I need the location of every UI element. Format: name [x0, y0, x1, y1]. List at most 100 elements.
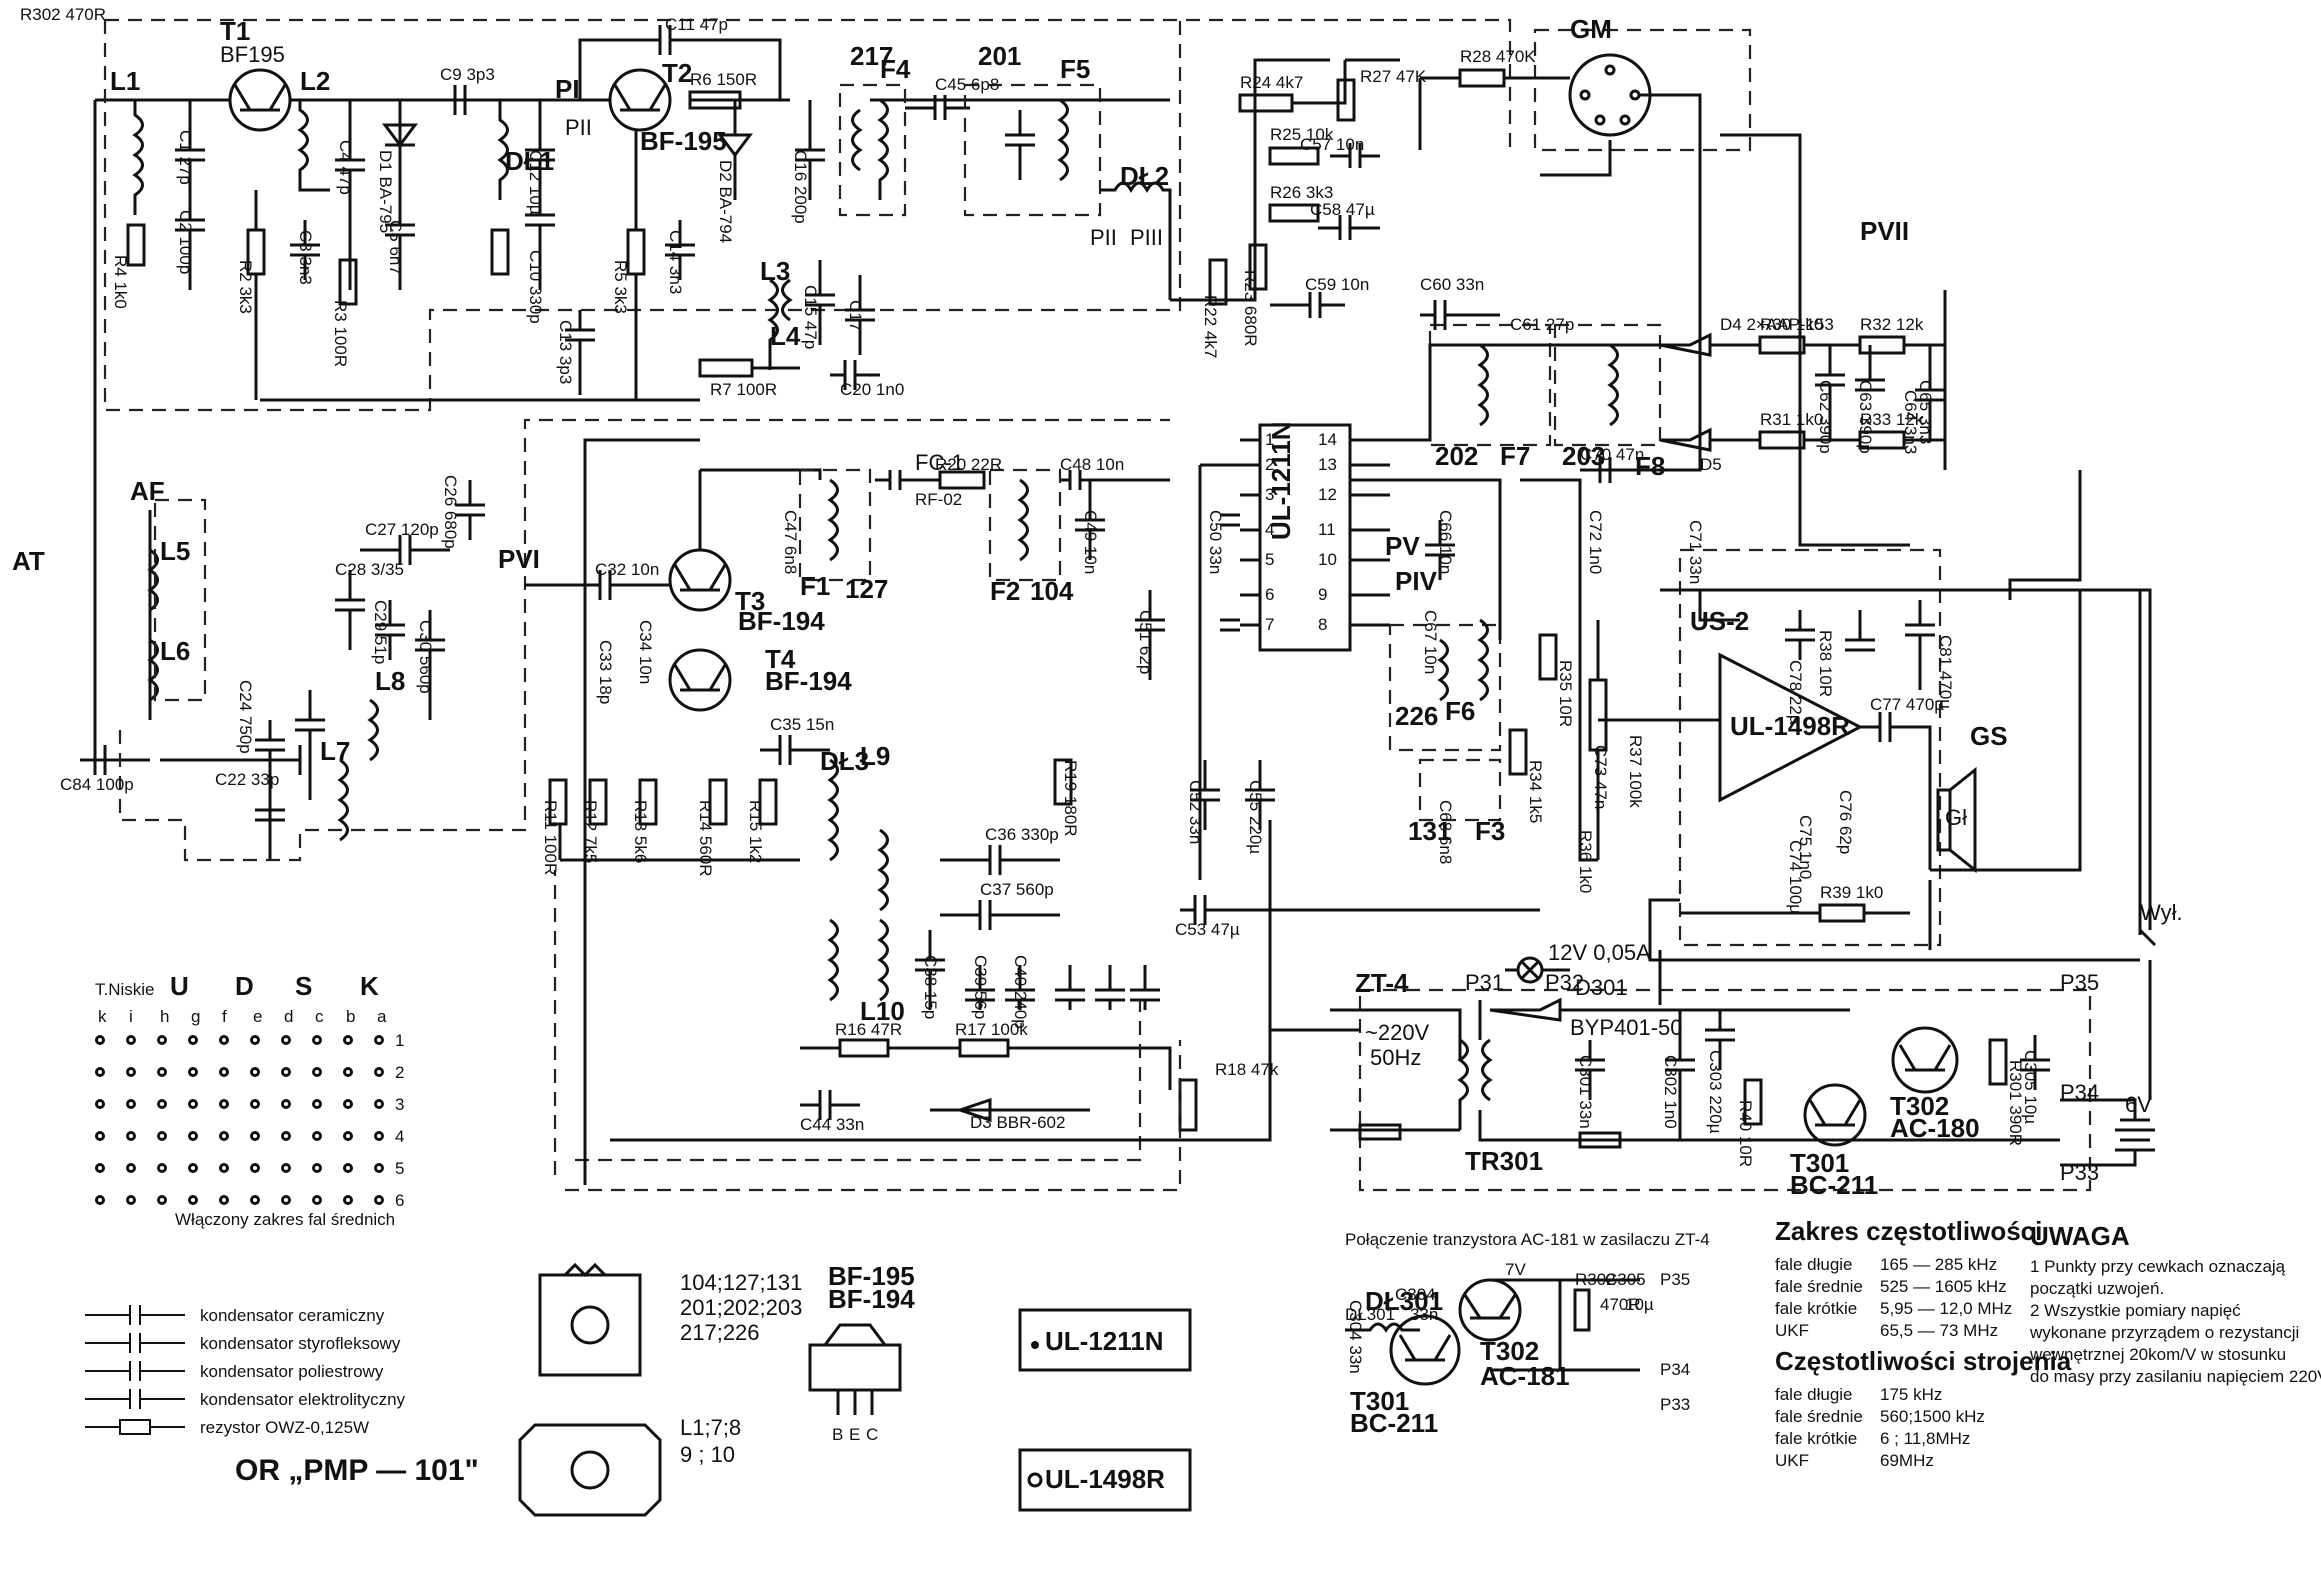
switch-contact	[219, 1131, 229, 1141]
switch-contact	[95, 1099, 105, 1109]
capacitor-label: C71 33n	[1686, 520, 1705, 584]
filter-number: 202	[1435, 441, 1478, 471]
coil-group-label: 217;226	[680, 1320, 760, 1345]
capacitor-label: C5 6n7	[386, 220, 405, 275]
capacitor-label: C47 6n8	[781, 510, 800, 574]
ic-pin: 7	[1265, 615, 1274, 634]
switch-letter: h	[160, 1007, 169, 1026]
ic-pin: 14	[1318, 430, 1337, 449]
resistor-label: R33 12k	[1860, 410, 1924, 429]
ac181-part: 7V	[1505, 1260, 1526, 1279]
ac181-part: C304	[1395, 1285, 1436, 1304]
ic-pin: 1	[1265, 430, 1274, 449]
switch-contact	[219, 1099, 229, 1109]
switch-row-number: 6	[395, 1191, 404, 1210]
tuning-value: 560;1500 kHz	[1880, 1407, 1985, 1426]
ic-pin: 6	[1265, 585, 1274, 604]
switch-contact	[374, 1067, 384, 1077]
filter-ref: FC-1	[915, 450, 964, 475]
switch-contact	[188, 1163, 198, 1173]
inductor-label: L1	[110, 66, 140, 96]
ukf-front-end	[93, 18, 1512, 762]
pinout-pin: B	[832, 1425, 843, 1444]
transistor-type: BF-194	[765, 666, 852, 696]
capacitor-label: C72 1n0	[1586, 510, 1605, 574]
resistor-label: R39 1k0	[1820, 883, 1883, 902]
d301-label: D301	[1575, 975, 1628, 1000]
capacitor-label: C67 10n	[1421, 610, 1440, 674]
ac181-part: T301	[1350, 1386, 1409, 1416]
switch-contact	[343, 1035, 353, 1045]
switch-row-number: 1	[395, 1031, 404, 1050]
capacitor-label: C61 27p	[1510, 315, 1574, 334]
switch-contact	[126, 1195, 136, 1205]
legend-symbol	[85, 1389, 185, 1409]
ic-pinout-label: UL-1211N	[1045, 1326, 1164, 1356]
switch-contact	[250, 1163, 260, 1173]
filter-ref: F7	[1500, 441, 1530, 471]
switch-contact	[188, 1195, 198, 1205]
notes-line: początki uzwojeń.	[2030, 1279, 2164, 1298]
switch-letter: c	[315, 1007, 324, 1026]
resistor-label: R5 3k3	[611, 260, 630, 314]
ac181-part: BC-211	[1350, 1408, 1438, 1438]
resistor-label: R31 1k0	[1760, 410, 1823, 429]
freq-band: fale długie	[1775, 1255, 1853, 1274]
switch-letter: b	[346, 1007, 355, 1026]
resistor-label: R28 470K	[1460, 47, 1536, 66]
resistor-label: R24 4k7	[1240, 73, 1303, 92]
diagram-title: OR „PMP — 101"	[235, 1454, 479, 1487]
gm-label: GM	[1570, 14, 1612, 44]
capacitor-label: C27 120p	[365, 520, 439, 539]
capacitor-label: C304 33n	[1346, 1300, 1365, 1374]
transistor-type: AC-180	[1890, 1113, 1980, 1143]
ac181-part: 33n	[1410, 1305, 1438, 1324]
filter-ref: F5	[1060, 54, 1090, 84]
pii-label: PII	[1090, 225, 1117, 250]
resistor-label: R23 680R	[1241, 270, 1260, 347]
ic-pinout-ul1498r	[1018, 1448, 1192, 1512]
resistor-label: R11 100R	[541, 800, 560, 875]
transistor-type: BF-194	[738, 606, 825, 636]
resistor-label: R37 100k	[1626, 735, 1645, 808]
switch-contact	[126, 1099, 136, 1109]
resistor-label: R36 1k0	[1576, 830, 1595, 893]
switch-caption: Włączony zakres fal średnich	[175, 1210, 395, 1229]
switch-contact	[250, 1131, 260, 1141]
tuning-value: 6 ; 11,8MHz	[1880, 1429, 1970, 1448]
switch-contact	[157, 1195, 167, 1205]
notes-title: UWAGA	[2030, 1221, 2130, 1251]
resistor-label: R34 1k5	[1526, 760, 1545, 823]
switch-contact	[157, 1099, 167, 1109]
battery-label: 6V	[2125, 1092, 2152, 1117]
tuning-band: fale krótkie	[1775, 1429, 1857, 1448]
capacitor-label: C81 470µ	[1936, 635, 1955, 709]
power-supply	[1330, 928, 2157, 1192]
capacitor-label: C22 33p	[215, 770, 279, 789]
switch-row-number: 3	[395, 1095, 404, 1114]
resistor-label: R6 150R	[690, 70, 757, 89]
capacitor-label: C45 6p8	[935, 75, 999, 94]
capacitor-label: C52 33n	[1186, 780, 1205, 844]
capacitor-label: C57 10n	[1300, 135, 1364, 154]
switch-row-number: 4	[395, 1127, 404, 1146]
switch-letter: f	[222, 1007, 227, 1026]
capacitor-label: C17	[846, 300, 865, 331]
piv-label: PIV	[1395, 566, 1438, 596]
switch-header: U	[170, 971, 189, 1001]
freq-band: fale średnie	[1775, 1277, 1863, 1296]
capacitor-label: C40 240p	[1011, 955, 1030, 1029]
capacitor-label: C3 3n3	[296, 230, 315, 285]
pinout-pin: C	[866, 1425, 878, 1444]
ic-pinout-label: UL-1498R	[1045, 1464, 1165, 1494]
ac181-part: P35	[1660, 1270, 1690, 1289]
switch-letter: a	[377, 1007, 387, 1026]
tuning-value: 69MHz	[1880, 1451, 1934, 1470]
resistor-label: R27 47K	[1360, 67, 1427, 86]
diode-label: D5	[1700, 455, 1722, 474]
switch-letter: e	[253, 1007, 262, 1026]
legend-label: kondensator styrofleksowy	[200, 1334, 401, 1353]
switch-contact	[343, 1067, 353, 1077]
